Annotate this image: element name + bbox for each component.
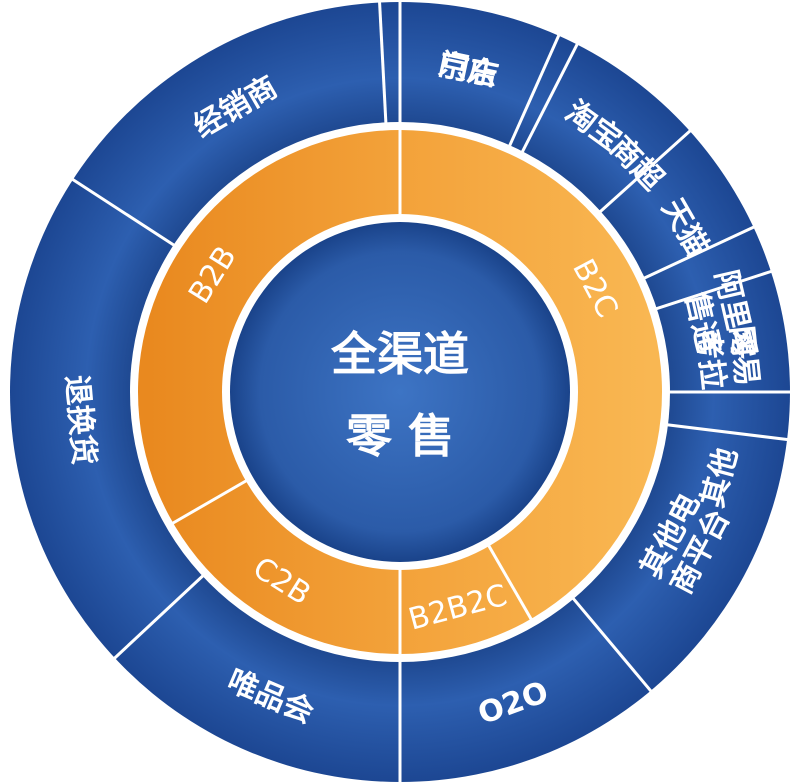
middle-ring-dividers <box>170 128 534 656</box>
outer-segment-label-line-1: 退换货 <box>59 374 102 467</box>
outer-divider <box>520 42 580 154</box>
middle-divider <box>486 543 534 622</box>
outer-divider <box>112 573 206 661</box>
outer-divider <box>598 128 693 214</box>
outer-segment-label-line-2: 考拉 <box>689 328 730 391</box>
middle-divider <box>170 478 249 526</box>
outer-divider <box>507 33 561 148</box>
outer-divider <box>665 423 790 442</box>
outer-segment-label: 退换货 <box>59 374 102 467</box>
outer-segment-label-line-1: 网易 <box>723 324 764 387</box>
outer-divider <box>377 0 388 125</box>
outer-divider <box>571 596 654 694</box>
center-disc <box>230 222 570 562</box>
center-title-line2: 零 售 <box>346 409 454 463</box>
outer-divider <box>654 269 774 311</box>
outer-divider <box>70 177 177 248</box>
outer-divider <box>642 224 756 281</box>
center-title-line1: 全渠道 <box>330 327 469 381</box>
outer-ring-dividers <box>70 0 792 784</box>
